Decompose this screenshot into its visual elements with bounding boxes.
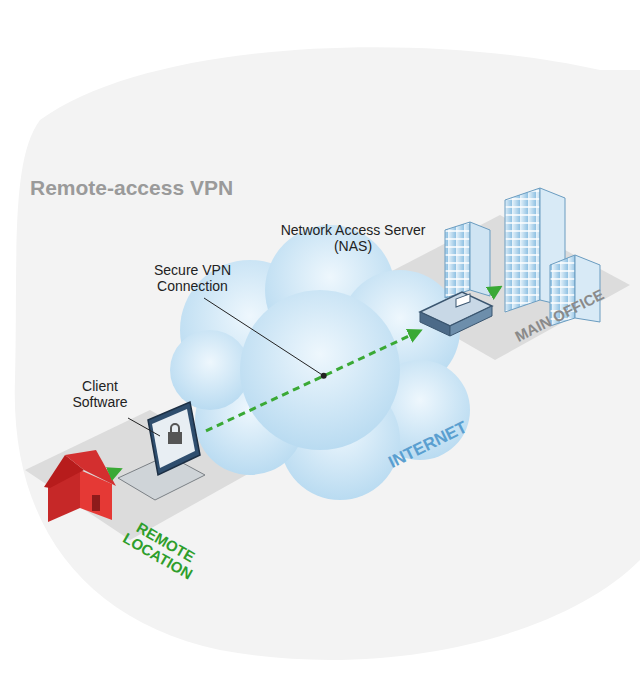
background-blob: [15, 47, 640, 660]
node-label: Network Access Server (NAS): [278, 222, 428, 254]
leader-dot: [321, 373, 327, 379]
edge-label-box: Secure VPN Connection: [135, 262, 250, 294]
remote-location: REMOTE LOCATION: [44, 450, 118, 522]
vpn-connector: [206, 331, 420, 431]
leader-line: [204, 298, 324, 376]
main-office: MAIN OFFICE: [500, 188, 600, 326]
client-laptop: Client Software: [120, 402, 206, 500]
vpn-connector: [492, 287, 500, 292]
vpn-connector: [118, 468, 120, 472]
network-access-server: Network Access Server (NAS): [420, 292, 492, 336]
node-label: Client Software: [62, 378, 138, 410]
house-icon: [44, 450, 116, 522]
edge-label: Secure VPN Connection: [135, 262, 250, 294]
diagram-title: Remote-access VPN: [30, 176, 233, 200]
laptop-icon: [118, 402, 205, 500]
leader-line: [128, 418, 160, 436]
nas-device: [420, 292, 492, 336]
